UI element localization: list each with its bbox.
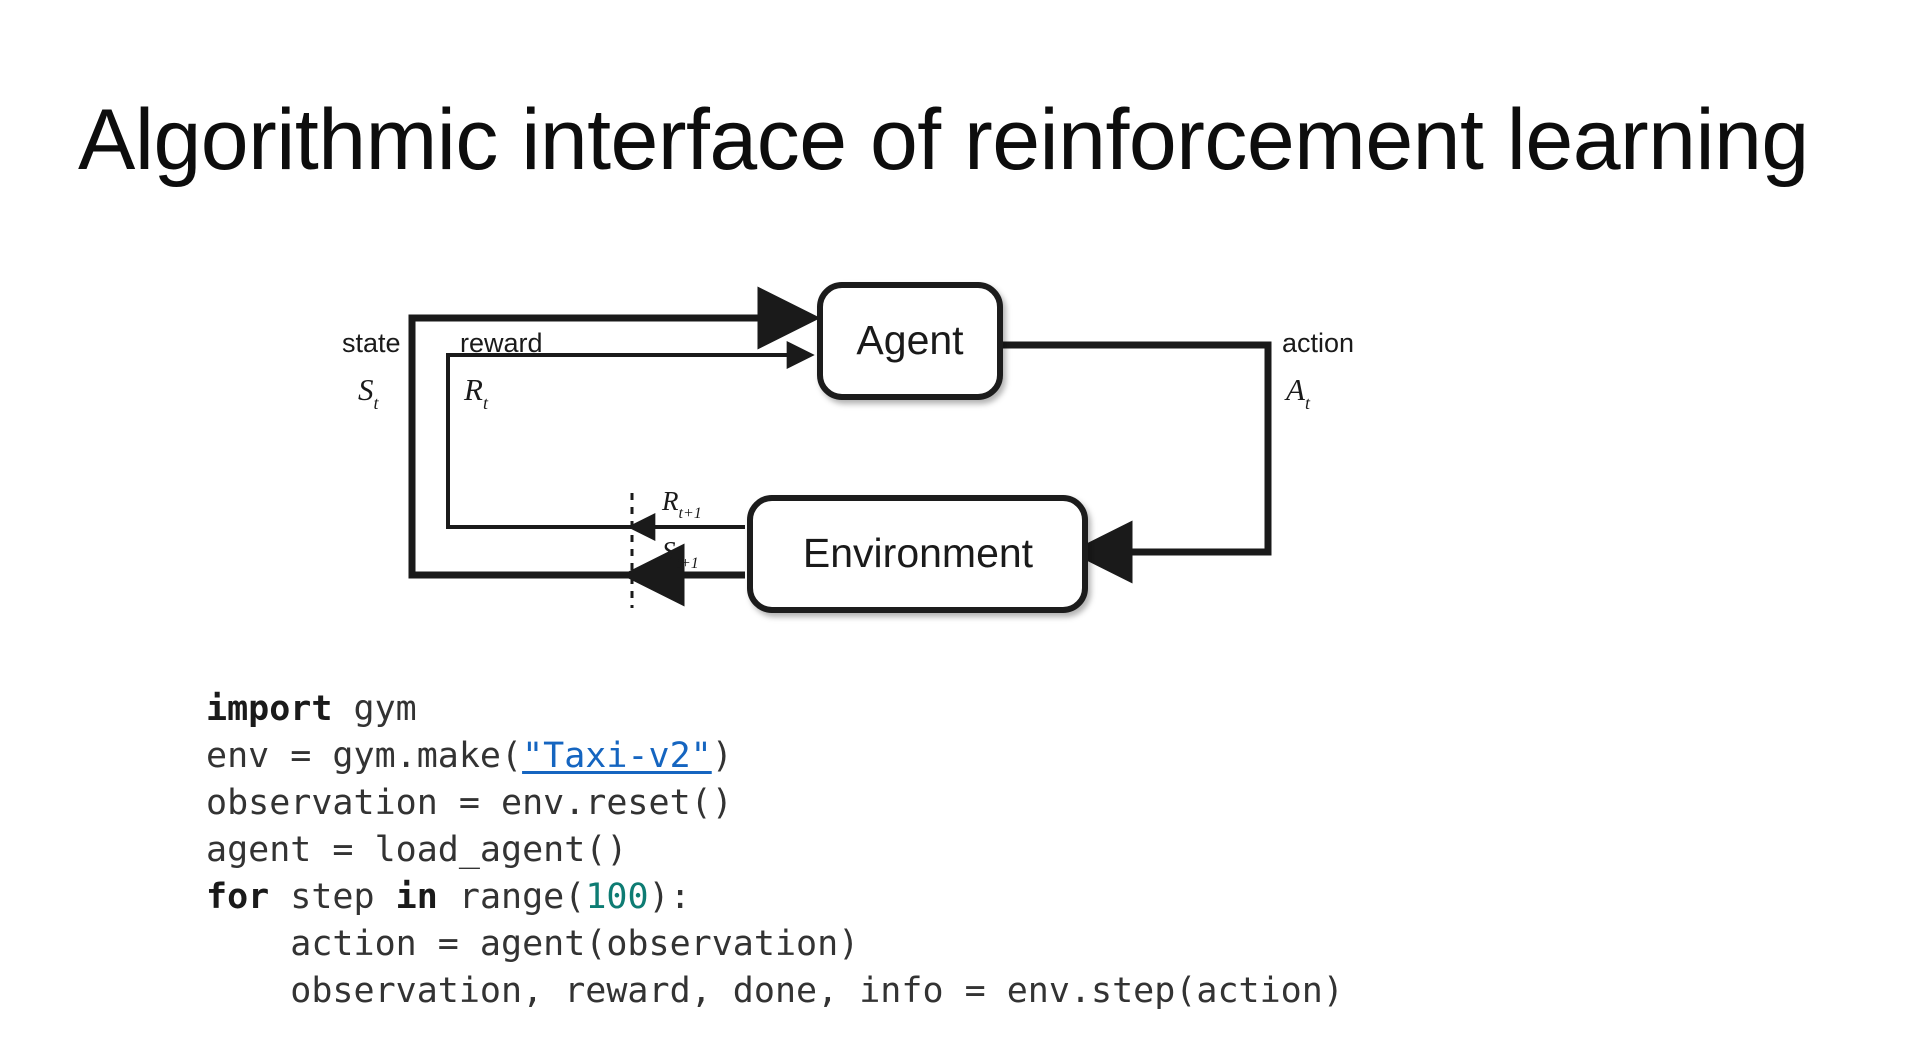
code-token-plain: env = gym.make( (206, 736, 523, 776)
code-token-plain: observation, reward, done, info = env.st… (206, 971, 1344, 1011)
edge-symbol-state: St (358, 372, 380, 413)
code-token-number: 100 (585, 877, 649, 917)
edge-label-state: state (342, 328, 401, 358)
code-line: for step in range(100): (206, 874, 1344, 921)
code-token-plain: ) (711, 736, 733, 776)
code-token-plain: agent = load_agent() (206, 830, 628, 870)
page-title: Algorithmic interface of reinforcement l… (78, 91, 1809, 188)
node-agent[interactable]: Agent (817, 282, 1003, 400)
edge-symbol-action: At (1284, 372, 1311, 413)
edge-action (1000, 341, 1272, 584)
node-environment-label: Environment (803, 530, 1034, 576)
rl-loop-diagram: Agent Environment state St reward Rt act… (330, 210, 1530, 650)
code-token-link[interactable]: "Taxi-v2" (522, 736, 712, 776)
edge-symbol-reward-next: Rt+1 (661, 486, 702, 522)
code-token-plain: ): (648, 877, 691, 917)
edge-symbol-state-next: St+1 (662, 536, 699, 572)
code-line: observation = env.reset() (206, 780, 1344, 827)
code-line: import gym (206, 686, 1344, 733)
node-agent-label: Agent (856, 317, 964, 363)
edge-label-action: action (1282, 328, 1354, 358)
edge-reward (446, 341, 815, 529)
code-line: env = gym.make("Taxi-v2") (206, 733, 1344, 780)
code-line: observation, reward, done, info = env.st… (206, 968, 1344, 1015)
code-line: action = agent(observation) (206, 921, 1344, 968)
code-token-keyword: import (206, 689, 333, 729)
edge-symbol-reward: Rt (463, 372, 489, 413)
code-token-keyword: for (206, 877, 270, 917)
code-token-plain: range( (437, 877, 586, 917)
edge-state (408, 286, 821, 579)
code-token-plain: gym (332, 689, 417, 729)
code-token-plain: action = agent(observation) (206, 924, 860, 964)
code-line: agent = load_agent() (206, 827, 1344, 874)
code-token-plain: step (269, 877, 396, 917)
code-token-keyword: in (395, 877, 438, 917)
node-environment[interactable]: Environment (747, 495, 1088, 613)
code-token-plain: observation = env.reset() (206, 783, 733, 823)
edge-label-reward: reward (460, 328, 543, 358)
